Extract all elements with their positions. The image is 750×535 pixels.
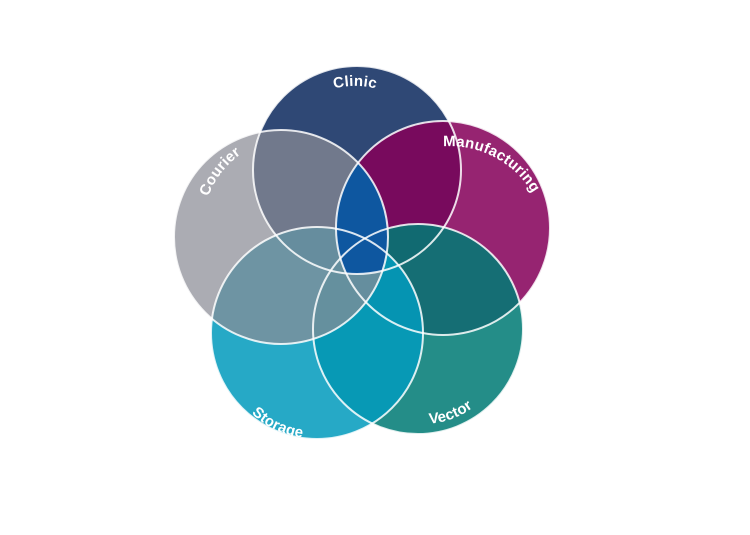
- venn-circles: [174, 66, 550, 439]
- vector-outline: [312, 223, 524, 435]
- clinic-label: Clinic: [332, 73, 379, 93]
- courier-circle: [174, 130, 388, 344]
- storage-outline: [210, 226, 424, 440]
- venn-circle-outlines: [173, 65, 551, 440]
- clinic-outline: [252, 65, 462, 275]
- courier-outline: [173, 129, 389, 345]
